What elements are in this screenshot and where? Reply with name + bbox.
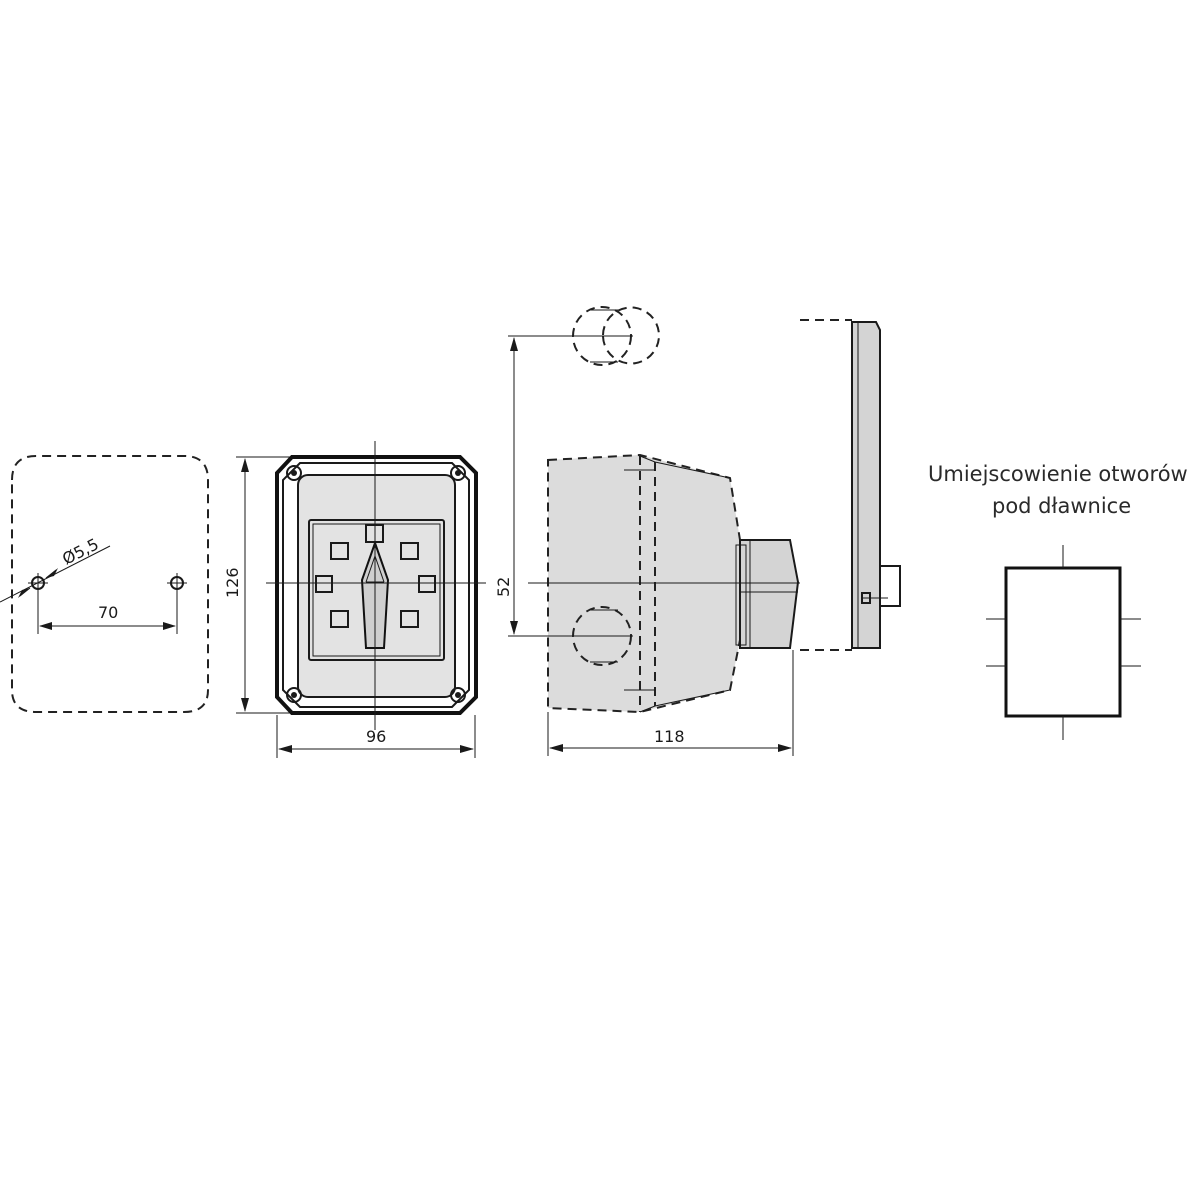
screw-bottom-left [286, 687, 302, 703]
position-marker [330, 610, 349, 628]
gland-location-rectangle [1004, 566, 1122, 718]
handle-plate [851, 321, 881, 649]
caption-line-2: pod dławnice [992, 494, 1131, 518]
screw-top-left [286, 465, 302, 481]
side-view: 52 118 [494, 306, 800, 756]
gland-spacing-label: 52 [494, 577, 513, 597]
handle-shaft [879, 565, 901, 607]
spacing-label: 70 [98, 603, 118, 622]
screw-top-right [450, 465, 466, 481]
mounting-outline [11, 455, 209, 713]
gland-location-view: Umiejscowienie otworów pod dławnice [928, 462, 1188, 740]
mounting-template-view: Ø5,5 70 [0, 455, 209, 713]
width-label: 96 [366, 727, 386, 746]
diameter-label: Ø5,5 [59, 534, 102, 568]
position-marker [315, 575, 333, 593]
position-marker [400, 542, 419, 560]
side-front-cover [739, 539, 800, 649]
position-marker [330, 542, 349, 560]
position-marker [418, 575, 436, 593]
position-marker [400, 610, 419, 628]
front-view: 126 [223, 441, 486, 758]
caption-line-1: Umiejscowienie otworów [928, 462, 1188, 486]
depth-label: 118 [654, 727, 685, 746]
screw-bottom-right [450, 687, 466, 703]
height-label: 126 [223, 567, 242, 598]
handle-part-view [800, 319, 901, 651]
